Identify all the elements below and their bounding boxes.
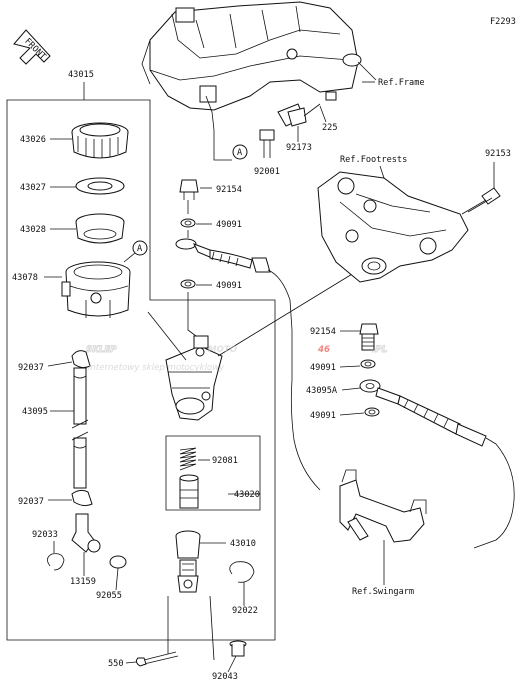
reservoir-body [61, 261, 131, 318]
swingarm-hose-clamp [339, 469, 427, 543]
part-92033: 92033 [32, 530, 58, 540]
hose-elbow-fitting [71, 513, 101, 553]
part-43095A: 43095A [306, 386, 338, 396]
ref-footrests-label: Ref.Footrests [340, 155, 407, 165]
reservoir-hose [71, 367, 89, 489]
part-92154-upper: 92154 [216, 185, 242, 195]
part-92154-lower: 92154 [310, 327, 336, 337]
part-43015: 43015 [68, 70, 94, 80]
watermark-moto: MOTO [208, 345, 237, 355]
washer-49091-c [360, 359, 376, 369]
part-43020: 43020 [234, 490, 260, 500]
brake-hose-upper-fitting [175, 238, 271, 273]
part-43028: 43028 [20, 225, 46, 235]
banjo-bolt-92154-lower [359, 323, 379, 351]
part-92022: 92022 [232, 606, 258, 616]
bolt-225 [303, 91, 337, 117]
clamp-92037-upper [71, 350, 91, 369]
circlip-92033 [47, 553, 65, 571]
front-arrow-icon: FRONT [13, 29, 51, 65]
part-92055: 92055 [96, 591, 122, 601]
part-13159: 13159 [70, 577, 96, 587]
part-92037-upper: 92037 [18, 363, 44, 373]
svg-text:A: A [237, 148, 243, 158]
watermark-tagline: internetowy sklep motocyklowy [88, 363, 225, 373]
ref-frame-label: Ref.Frame [378, 78, 425, 88]
pin-92043 [229, 640, 247, 657]
assembly-box-43015 [6, 99, 276, 641]
part-92173: 92173 [286, 143, 312, 153]
callout-a-reservoir: A [123, 240, 148, 263]
washer-49091-b [180, 279, 196, 289]
brake-hose-path [267, 269, 321, 491]
footrest-bracket [317, 171, 469, 283]
master-cylinder-body [165, 335, 223, 421]
watermark-46: 46 [317, 345, 330, 355]
figure-code: F2293 [490, 17, 516, 27]
piston-kit-box-43020 [165, 435, 261, 511]
part-92001: 92001 [254, 167, 280, 177]
watermark-tld: .PL [372, 345, 387, 355]
part-49091-d: 49091 [310, 411, 336, 421]
part-92037-lower: 92037 [18, 497, 44, 507]
push-rod-43010 [175, 530, 201, 593]
part-43010: 43010 [230, 539, 256, 549]
piston-cup [179, 474, 199, 509]
part-43095: 43095 [22, 407, 48, 417]
clamp-92037-lower [71, 489, 93, 507]
callout-a-bolt: A [232, 144, 248, 160]
bolt-92153 [461, 187, 501, 215]
watermark-sklep: SKLEP [86, 345, 117, 355]
brake-hose-lower-43095A [359, 379, 497, 447]
o-ring-92055 [109, 555, 127, 569]
part-92081: 92081 [212, 456, 238, 466]
part-49091-c: 49091 [310, 363, 336, 373]
cotter-pin-550 [135, 651, 179, 667]
watermark: SKLEP MOTO 46 .PL internetowy sklep moto… [86, 345, 388, 374]
diaphragm [75, 213, 125, 244]
part-49091-a: 49091 [216, 220, 242, 230]
clamp-92173 [287, 107, 307, 127]
bolt-92001 [259, 129, 275, 158]
banjo-bolt-92154-upper [179, 179, 199, 200]
part-92153: 92153 [485, 149, 511, 159]
svg-text:A: A [137, 244, 143, 254]
ref-swingarm-label: Ref.Swingarm [352, 587, 414, 597]
washer-49091-d [364, 407, 380, 417]
part-43026: 43026 [20, 135, 46, 145]
part-49091-b: 49091 [216, 281, 242, 291]
part-43078: 43078 [12, 273, 38, 283]
part-92043: 92043 [212, 672, 238, 680]
frame-illustration [141, 1, 377, 131]
circlip-92022 [229, 561, 255, 583]
diaphragm-plate [75, 177, 125, 195]
spring-92081 [179, 447, 197, 471]
part-550: 550 [108, 659, 124, 669]
reservoir-cap [71, 122, 129, 159]
part-225: 225 [322, 123, 338, 133]
part-43027: 43027 [20, 183, 46, 193]
washer-49091-a [180, 218, 196, 228]
